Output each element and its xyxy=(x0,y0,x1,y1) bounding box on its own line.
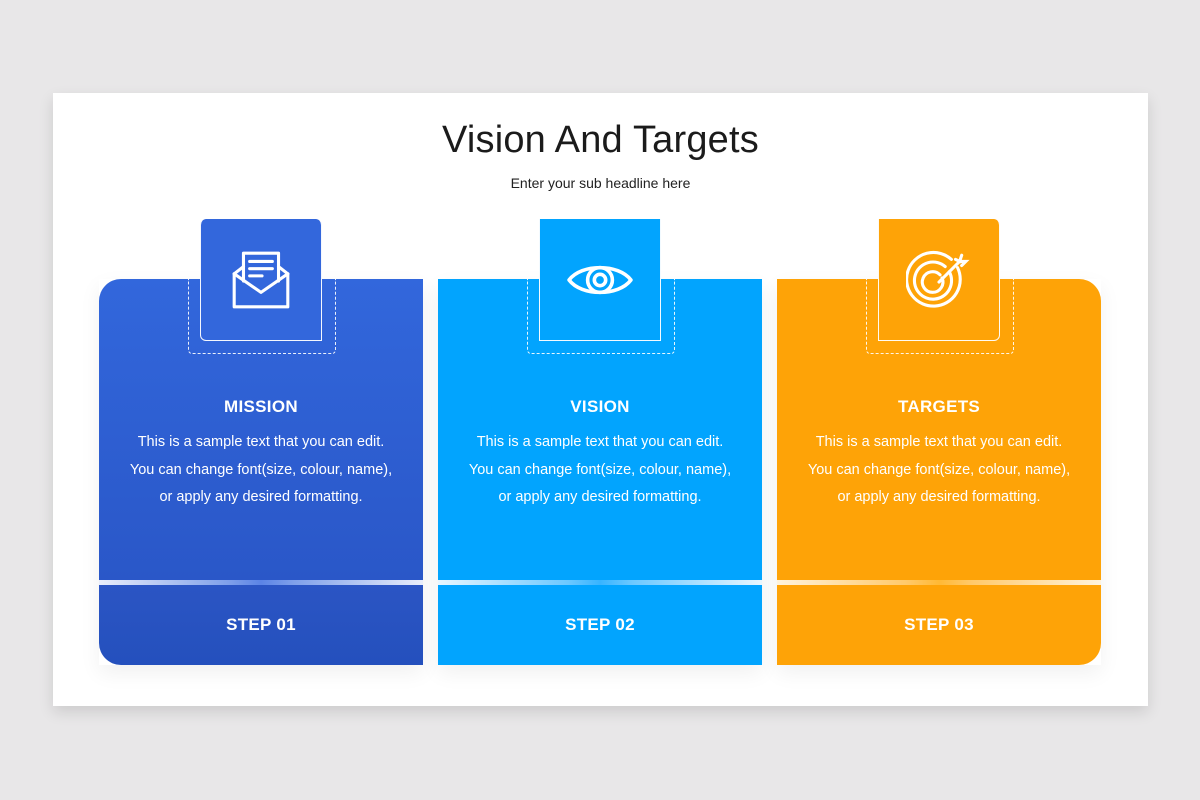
card-body-text: This is a sample text that you can edit.… xyxy=(129,434,393,505)
card-divider xyxy=(438,580,762,585)
card-heading: TARGETS xyxy=(897,397,981,416)
card-heading: MISSION xyxy=(224,397,298,416)
slide: Vision And Targets Enter your sub headli… xyxy=(53,93,1148,706)
card-step-footer: STEP 03 xyxy=(777,585,1101,665)
dashed-frame xyxy=(188,279,336,354)
envelope-document-icon xyxy=(232,251,290,308)
icon-box xyxy=(878,219,1000,341)
card-targets: TARGETS This is a sample text that you c… xyxy=(777,219,1101,665)
card-body-text: This is a sample text that you can edit.… xyxy=(807,434,1071,505)
card-upper: VISION This is a sample text that you ca… xyxy=(438,219,762,580)
icon-box xyxy=(539,219,661,341)
dashed-frame xyxy=(866,279,1014,354)
target-arrow-icon xyxy=(906,250,970,308)
dashed-frame xyxy=(527,279,675,354)
card-upper: TARGETS This is a sample text that you c… xyxy=(777,219,1101,580)
card-upper: MISSION This is a sample text that you c… xyxy=(99,219,423,580)
step-label: STEP 03 xyxy=(904,615,974,634)
card-heading: VISION xyxy=(570,397,630,416)
card-step-footer: STEP 02 xyxy=(438,585,762,665)
eye-icon xyxy=(567,265,633,294)
card-body-text: This is a sample text that you can edit.… xyxy=(468,434,732,505)
card-divider xyxy=(777,580,1101,585)
card-divider xyxy=(99,580,423,585)
icon-box xyxy=(200,219,322,341)
card-step-footer: STEP 01 xyxy=(99,585,423,665)
step-label: STEP 01 xyxy=(226,615,296,634)
card-vision: VISION This is a sample text that you ca… xyxy=(438,219,762,665)
page-subtitle: Enter your sub headline here xyxy=(510,175,691,191)
page-title: Vision And Targets xyxy=(442,119,759,161)
card-mission: MISSION This is a sample text that you c… xyxy=(99,219,423,665)
step-label: STEP 02 xyxy=(565,615,635,634)
